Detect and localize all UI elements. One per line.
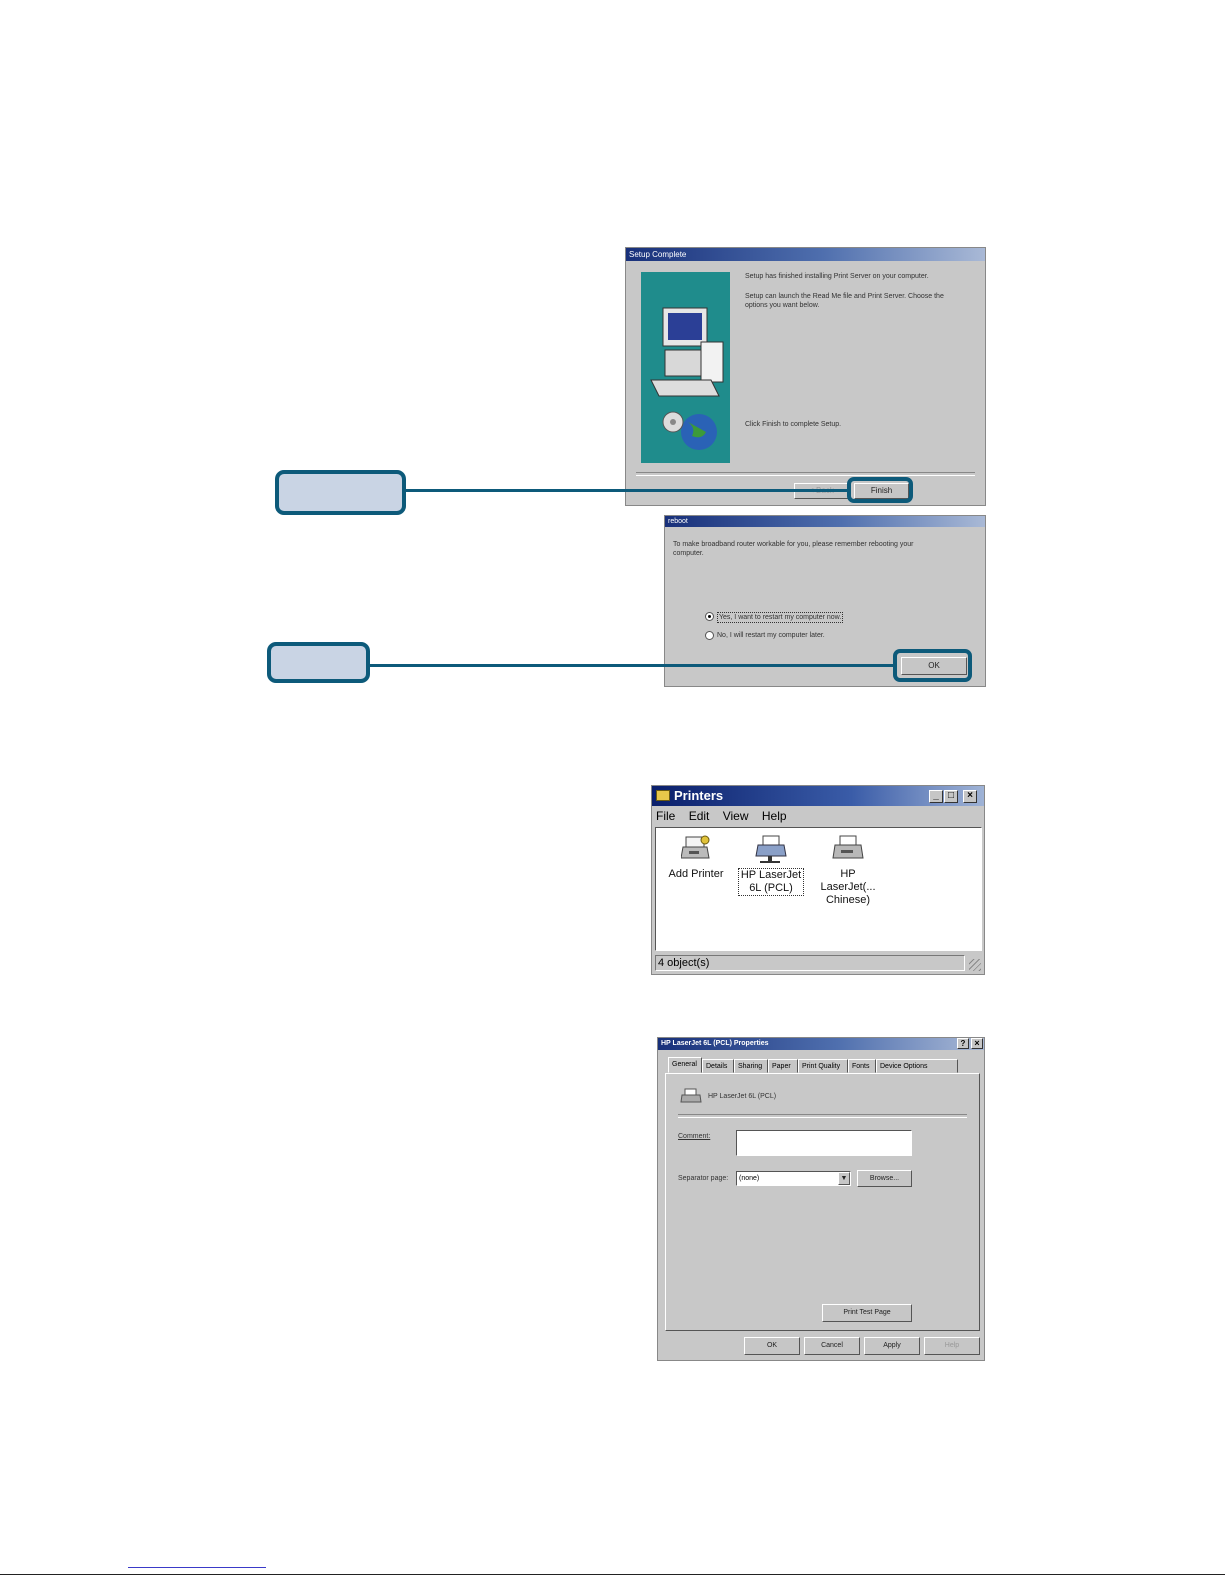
setup-line1: Setup has finished installing Print Serv… xyxy=(745,273,929,280)
finish-callout-line xyxy=(404,489,847,492)
printer-icon xyxy=(680,1088,702,1103)
footer-link-underline xyxy=(128,1567,266,1568)
maximize-icon[interactable]: □ xyxy=(944,790,958,803)
separator-page-label: Separator page: xyxy=(678,1175,729,1182)
menu-file[interactable]: File xyxy=(656,809,676,823)
hp-laserjet-chinese-label: HP LaserJet(... Chinese) xyxy=(820,868,876,906)
setup-complete-dialog: Setup Complete Setup has finished instal… xyxy=(625,247,986,506)
comment-input[interactable] xyxy=(736,1130,912,1156)
properties-tabstrip: General Details Sharing Paper Print Qual… xyxy=(668,1057,978,1075)
reboot-message: To make broadband router workable for yo… xyxy=(673,541,914,557)
restart-later-label[interactable]: No, I will restart my computer later. xyxy=(717,632,825,639)
setup-dialog-titlebar: Setup Complete xyxy=(626,248,985,261)
add-printer-icon xyxy=(681,835,710,859)
ok-button[interactable]: OK xyxy=(901,657,967,675)
add-printer-label: Add Printer xyxy=(668,868,724,880)
properties-ok-button[interactable]: OK xyxy=(744,1337,800,1355)
tab-print-quality[interactable]: Print Quality xyxy=(798,1059,848,1073)
setup-line3: Click Finish to complete Setup. xyxy=(745,421,842,428)
printers-menubar: File Edit View Help xyxy=(656,809,787,823)
menu-edit[interactable]: Edit xyxy=(688,809,710,823)
add-printer-item[interactable]: Add Printer xyxy=(664,834,728,881)
reboot-dialog-titlebar: reboot xyxy=(665,516,985,527)
separator-page-value: (none) xyxy=(739,1175,760,1182)
resize-grip-icon[interactable] xyxy=(969,959,981,971)
printer-name: HP LaserJet 6L (PCL) xyxy=(708,1093,777,1100)
reboot-dialog: reboot To make broadband router workable… xyxy=(664,515,986,687)
tab-paper[interactable]: Paper xyxy=(768,1059,798,1073)
hp-laserjet-6l-label: HP LaserJet 6L (PCL) xyxy=(738,868,804,896)
properties-titlebar: HP LaserJet 6L (PCL) Properties xyxy=(658,1038,984,1050)
properties-cancel-button[interactable]: Cancel xyxy=(804,1337,860,1355)
properties-apply-button[interactable]: Apply xyxy=(864,1337,920,1355)
finish-highlight xyxy=(847,477,913,503)
properties-dialog: HP LaserJet 6L (PCL) Properties ? × Gene… xyxy=(657,1037,985,1361)
help-icon[interactable]: ? xyxy=(957,1038,969,1049)
print-test-page-button[interactable]: Print Test Page xyxy=(822,1304,912,1322)
restart-now-radio[interactable] xyxy=(705,612,714,621)
minimize-icon[interactable]: _ xyxy=(929,790,943,803)
panel-divider xyxy=(678,1114,967,1118)
separator-page-select[interactable]: (none) ▼ xyxy=(736,1171,851,1186)
tab-general[interactable]: General xyxy=(668,1057,702,1073)
ok-highlight xyxy=(893,649,972,682)
properties-help-button[interactable]: Help xyxy=(924,1337,980,1355)
hp-laserjet-6l-item[interactable]: HP LaserJet 6L (PCL) xyxy=(738,834,804,896)
tab-device-options[interactable]: Device Options xyxy=(876,1059,958,1073)
restart-later-radio[interactable] xyxy=(705,631,714,640)
finish-button[interactable]: Finish xyxy=(854,483,909,499)
computer-globe-icon xyxy=(650,307,724,450)
tab-sharing[interactable]: Sharing xyxy=(734,1059,768,1073)
tab-details[interactable]: Details xyxy=(702,1059,734,1073)
menu-help[interactable]: Help xyxy=(761,809,787,823)
printers-title: Printers xyxy=(674,788,724,803)
tab-fonts[interactable]: Fonts xyxy=(848,1059,876,1073)
printers-window: Printers _ □ × File Edit View Help Add P… xyxy=(651,785,985,975)
finish-callout-box xyxy=(275,470,406,515)
menu-view[interactable]: View xyxy=(722,809,749,823)
chevron-down-icon[interactable]: ▼ xyxy=(838,1172,850,1185)
ok-callout-box xyxy=(267,642,370,683)
close-icon[interactable]: × xyxy=(963,790,977,803)
setup-illustration xyxy=(641,272,730,463)
hp-laserjet-chinese-item[interactable]: HP LaserJet(... Chinese) xyxy=(812,834,884,907)
ok-callout-line xyxy=(368,664,893,667)
setup-divider xyxy=(636,472,975,476)
close-icon[interactable]: × xyxy=(971,1038,983,1049)
printers-content: Add Printer HP LaserJet 6L (PCL) HP Lase… xyxy=(655,827,982,951)
network-printer-icon xyxy=(755,835,787,863)
general-tab-panel: HP LaserJet 6L (PCL) Comment: Separator … xyxy=(665,1073,980,1331)
printers-statusbar: 4 object(s) xyxy=(655,955,965,971)
printers-titlebar: Printers xyxy=(652,786,984,806)
comment-label: Comment: xyxy=(678,1133,711,1140)
folder-icon xyxy=(656,790,670,801)
setup-line2: Setup can launch the Read Me file and Pr… xyxy=(745,293,944,309)
footer-rule xyxy=(0,1574,1225,1575)
restart-now-label[interactable]: Yes, I want to restart my computer now. xyxy=(717,612,844,623)
browse-button[interactable]: Browse... xyxy=(857,1170,912,1187)
status-count: 4 object(s) xyxy=(658,957,710,969)
printer-icon xyxy=(832,835,864,859)
